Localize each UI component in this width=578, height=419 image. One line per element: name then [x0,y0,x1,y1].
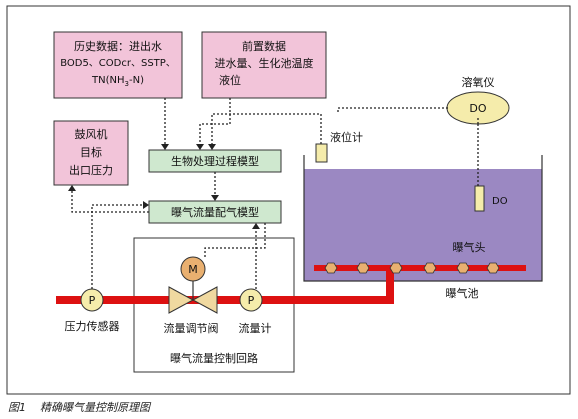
feedforward-line2: 进水量、生化池温度 [215,56,314,70]
history-line1: 历史数据：进出水 [74,39,162,53]
feedforward-line1: 前置数据 [242,39,286,53]
aeration-model-label: 曝气流量配气模型 [171,205,259,219]
blower-line2: 目标 [80,145,102,159]
blower-box: 鼓风机 目标 出口压力 [53,120,129,186]
do-meter-label: 溶氧仪 [462,75,495,89]
svg-text:TN(NH3-N): TN(NH3-N) [91,75,144,88]
do-probe-symbol: DO [492,196,508,207]
history-line3: TN(NH [91,75,125,86]
aeration-tank: 曝气池 [303,155,543,300]
aerator-heads: 曝气头 [324,240,500,274]
figure-title: 精确曝气量控制原理图 [40,401,150,414]
figure-caption: 图1 精确曝气量控制原理图 [8,399,164,415]
signal-lines [71,98,479,289]
pressure-sensor-symbol: P [89,294,96,307]
history-data-box: 历史数据：进出水 BOD5、CODcr、SSTP、 TN(NH3-N) [53,31,183,99]
tank-label: 曝气池 [446,286,479,300]
flow-meter-label: 流量计 [239,321,272,335]
flow-meter-symbol: P [248,294,255,307]
pressure-sensor: P 压力传感器 [65,288,120,333]
history-line3-sub: 3 [125,80,129,88]
flow-meter: P 流量计 [239,288,272,335]
history-line2: BOD5、CODcr、SSTP、 [60,58,176,69]
loop-label: 曝气流量控制回路 [170,351,258,365]
feedforward-data-box: 前置数据 进水量、生化池温度 液位 [201,31,327,99]
motor-symbol: M [188,263,198,276]
air-pipe [56,265,526,304]
signal-arrowheads [68,144,260,229]
do-meter: DO 溶氧仪 [446,75,510,125]
pressure-sensor-label: 压力传感器 [65,320,120,333]
flow-control-loop-box: 曝气流量控制回路 [133,237,295,373]
figure-number: 图1 [8,401,26,414]
bio-model-label: 生物处理过程模型 [171,154,259,168]
blower-line3: 出口压力 [69,163,113,177]
level-meter-label: 液位计 [330,130,363,144]
blower-line1: 鼓风机 [75,127,108,141]
bio-process-model-box: 生物处理过程模型 [148,149,282,173]
history-line3-end: -N) [129,75,144,86]
tank-water [304,169,542,281]
feedforward-line3: 液位 [219,73,241,87]
aeration-model-box: 曝气流量配气模型 [148,200,282,224]
valve-label: 流量调节阀 [164,321,219,335]
do-probe: DO [474,185,508,212]
do-meter-symbol: DO [469,102,486,115]
aerator-label: 曝气头 [453,240,486,254]
flow-control-valve: M 流量调节阀 [164,256,219,335]
